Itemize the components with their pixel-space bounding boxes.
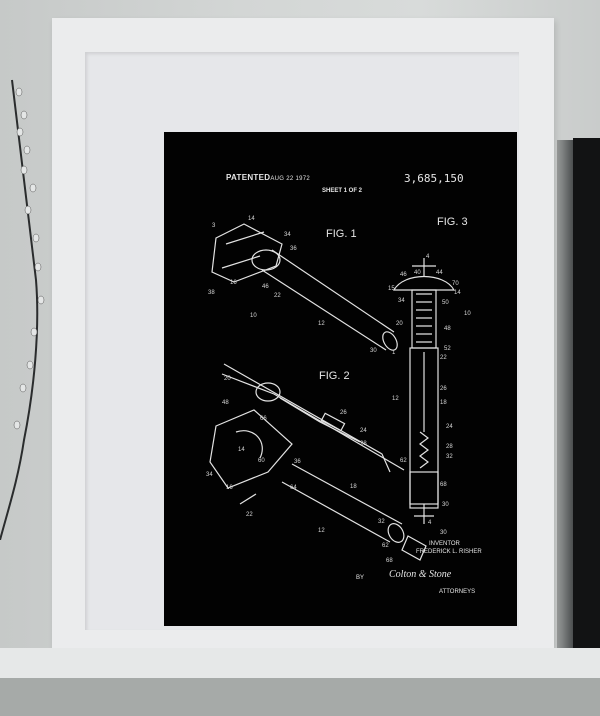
svg-text:34: 34 bbox=[398, 298, 405, 304]
svg-text:24: 24 bbox=[360, 428, 367, 434]
svg-text:28: 28 bbox=[360, 441, 367, 447]
svg-text:14: 14 bbox=[238, 447, 245, 453]
fig-1-label: FIG. 1 bbox=[326, 228, 357, 240]
svg-text:66: 66 bbox=[260, 416, 267, 422]
black-side-object bbox=[573, 138, 600, 648]
svg-text:22: 22 bbox=[274, 293, 281, 299]
svg-text:1: 1 bbox=[392, 350, 396, 356]
svg-text:68: 68 bbox=[440, 482, 447, 488]
by-label: BY bbox=[356, 575, 365, 581]
svg-text:30: 30 bbox=[442, 502, 449, 508]
svg-text:12: 12 bbox=[318, 321, 325, 327]
patent-number: 3,685,150 bbox=[404, 172, 464, 185]
svg-text:64: 64 bbox=[290, 485, 297, 491]
svg-text:3: 3 bbox=[212, 223, 216, 229]
svg-text:12: 12 bbox=[392, 396, 399, 402]
svg-text:26: 26 bbox=[340, 410, 347, 416]
svg-text:4: 4 bbox=[428, 520, 432, 526]
side-object-shadow bbox=[557, 140, 573, 648]
svg-text:46: 46 bbox=[400, 272, 407, 278]
svg-text:46: 46 bbox=[262, 284, 269, 290]
sheet-label: SHEET 1 OF 2 bbox=[322, 188, 363, 194]
svg-text:34: 34 bbox=[284, 232, 291, 238]
svg-text:26: 26 bbox=[440, 386, 447, 392]
svg-text:10: 10 bbox=[464, 311, 471, 317]
svg-text:48: 48 bbox=[444, 326, 451, 332]
svg-text:16: 16 bbox=[226, 485, 233, 491]
svg-text:24: 24 bbox=[446, 424, 453, 430]
svg-text:4: 4 bbox=[426, 254, 430, 260]
svg-text:20: 20 bbox=[224, 376, 231, 382]
attorney-signature: Colton & Stone bbox=[389, 569, 452, 580]
svg-text:30: 30 bbox=[440, 530, 447, 536]
svg-text:22: 22 bbox=[246, 512, 253, 518]
svg-text:30: 30 bbox=[370, 348, 377, 354]
svg-text:16: 16 bbox=[230, 280, 237, 286]
svg-text:62: 62 bbox=[400, 458, 407, 464]
svg-text:12: 12 bbox=[318, 528, 325, 534]
svg-text:44: 44 bbox=[436, 270, 443, 276]
svg-text:32: 32 bbox=[378, 519, 385, 525]
shelf bbox=[0, 648, 600, 679]
svg-text:50: 50 bbox=[442, 300, 449, 306]
svg-text:36: 36 bbox=[290, 246, 297, 252]
svg-text:28: 28 bbox=[446, 444, 453, 450]
svg-text:18: 18 bbox=[350, 484, 357, 490]
svg-text:48: 48 bbox=[222, 400, 229, 406]
pussy-willow-branch bbox=[0, 79, 45, 540]
svg-text:20: 20 bbox=[396, 321, 403, 327]
inventor-name: FREDERICK L. RISHER bbox=[416, 549, 482, 555]
svg-text:62: 62 bbox=[382, 543, 389, 549]
svg-text:14: 14 bbox=[248, 216, 255, 222]
svg-text:60: 60 bbox=[258, 458, 265, 464]
svg-text:70: 70 bbox=[452, 281, 459, 287]
svg-text:38: 38 bbox=[208, 290, 215, 296]
patented-date: PATENTEDAUG 22 1972 bbox=[226, 173, 310, 182]
svg-text:36: 36 bbox=[294, 459, 301, 465]
svg-text:10: 10 bbox=[250, 313, 257, 319]
svg-text:14: 14 bbox=[454, 290, 461, 296]
fig-3-label: FIG. 3 bbox=[437, 216, 468, 228]
fig-2-label: FIG. 2 bbox=[319, 370, 350, 382]
svg-text:52: 52 bbox=[444, 346, 451, 352]
svg-text:40: 40 bbox=[414, 270, 421, 276]
svg-text:22: 22 bbox=[440, 355, 447, 361]
shelf-below bbox=[0, 678, 600, 716]
svg-text:32: 32 bbox=[446, 454, 453, 460]
svg-text:15: 15 bbox=[388, 286, 395, 292]
attorneys-label: ATTORNEYS bbox=[439, 589, 476, 595]
svg-text:68: 68 bbox=[386, 558, 393, 564]
svg-text:34: 34 bbox=[206, 472, 213, 478]
inventor-label: INVENTOR bbox=[429, 541, 460, 547]
svg-text:18: 18 bbox=[440, 400, 447, 406]
